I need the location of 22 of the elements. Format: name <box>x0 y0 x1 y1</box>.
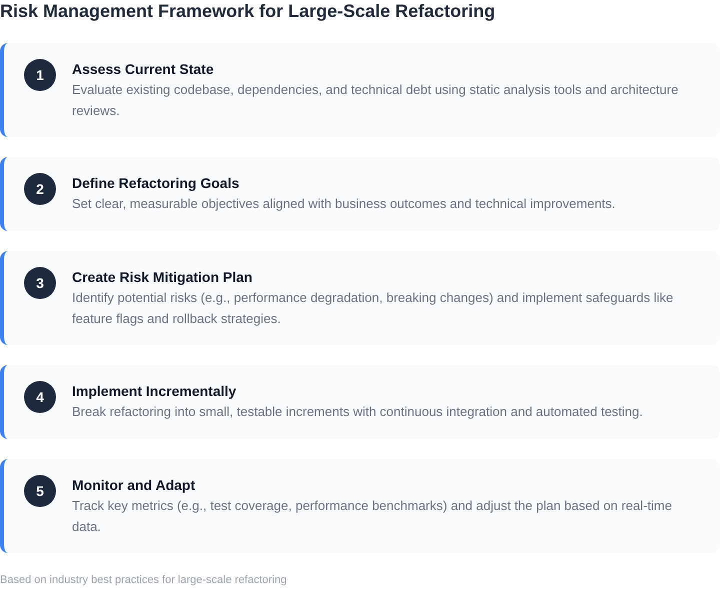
step-description: Set clear, measurable objectives aligned with business outcomes and technical improvements. <box>72 195 616 213</box>
step-title: Create Risk Mitigation Plan <box>72 268 254 287</box>
step-description: Break refactoring into small, testable increments with continuous integration and automated testing. <box>72 403 644 421</box>
step-card <box>0 459 720 553</box>
step-description: Evaluate existing codebase, dependencies, and technical debt using static analysis tools and architecture reviews. <box>72 81 680 120</box>
step-card <box>0 365 720 438</box>
step-number: 5 <box>24 475 56 507</box>
step-description: Track key metrics (e.g., test coverage, performance benchmarks) and adjust the plan based on real-time data. <box>72 497 673 536</box>
step-card <box>0 43 720 137</box>
step-card <box>0 157 720 230</box>
step-card <box>0 251 720 345</box>
step-number: 1 <box>24 59 56 91</box>
step-description: Identify potential risks (e.g., performance degradation, breaking changes) and implement safeguards like feature flags and rollback strategies. <box>72 289 674 328</box>
step-title: Implement Incrementally <box>72 382 238 401</box>
step-title: Define Refactoring Goals <box>72 174 240 193</box>
step-number: 3 <box>24 267 56 299</box>
step-number: 4 <box>24 381 56 413</box>
step-title: Assess Current State <box>72 60 215 79</box>
step-title: Monitor and Adapt <box>72 476 196 495</box>
diagram-title: Risk Management Framework for Large-Scale Refactoring <box>0 0 496 22</box>
caption: Based on industry best practices for large-scale refactoring <box>0 573 287 587</box>
step-number: 2 <box>24 173 56 205</box>
